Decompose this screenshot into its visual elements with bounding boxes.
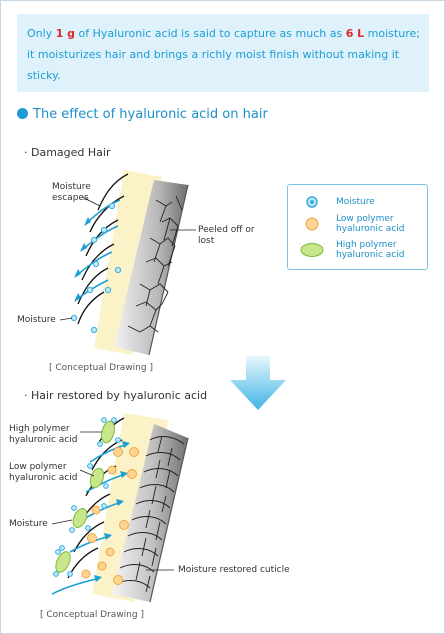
intro-text: of Hyaluronic acid is said to capture as… bbox=[75, 27, 346, 40]
section-heading: The effect of hyaluronic acid on hair bbox=[17, 107, 268, 125]
legend-low-label-2: hyaluronic acid bbox=[336, 224, 405, 234]
label-cuticle-restored: Moisture restored cuticle bbox=[178, 565, 290, 575]
damaged-leader-lines bbox=[59, 196, 196, 321]
label-high-polymer-2: hyaluronic acid bbox=[9, 435, 78, 445]
bullet-dot-icon bbox=[17, 108, 28, 119]
moisture-dot-icon bbox=[306, 196, 318, 208]
label-low-polymer-2: hyaluronic acid bbox=[9, 473, 78, 483]
section-title: The effect of hyaluronic acid on hair bbox=[33, 107, 268, 122]
restored-low-polymer bbox=[81, 447, 139, 585]
label-peeled-off-2: lost bbox=[198, 236, 215, 246]
legend-low-label-1: Low polymer bbox=[336, 214, 394, 224]
intro-box: Only 1 g of Hyaluronic acid is said to c… bbox=[17, 14, 429, 92]
intro-line-1: Only 1 g of Hyaluronic acid is said to c… bbox=[27, 23, 420, 44]
restored-cuticle-edge bbox=[149, 437, 189, 603]
transition-down-arrow-icon bbox=[230, 356, 286, 410]
damaged-arrowheads bbox=[74, 217, 91, 302]
damaged-cuticle-edge bbox=[148, 184, 189, 356]
caption-damaged: [ Conceptual Drawing ] bbox=[49, 363, 153, 373]
legend-box: Moisture Low polymer hyaluronic acid Hig… bbox=[287, 184, 428, 270]
label-peeled-off-1: Peeled off or bbox=[198, 225, 255, 235]
label-moisture-restored: Moisture bbox=[9, 519, 48, 529]
legend-high-label-2: hyaluronic acid bbox=[336, 250, 405, 260]
damaged-cuticle bbox=[114, 180, 188, 355]
high-polymer-icon bbox=[300, 243, 324, 257]
label-moisture-damaged: Moisture bbox=[17, 315, 56, 325]
restored-hair-subtitle: · Hair restored by hyaluronic acid bbox=[24, 389, 208, 402]
intro-highlight-1g: 1 g bbox=[55, 27, 76, 40]
restored-cuticle bbox=[112, 424, 188, 602]
damaged-cracks bbox=[127, 195, 183, 333]
low-polymer-icon bbox=[305, 217, 319, 231]
intro-text: moisture; bbox=[364, 27, 420, 40]
intro-text: Only bbox=[27, 27, 56, 40]
restored-leader-lines bbox=[51, 431, 174, 571]
caption-restored: [ Conceptual Drawing ] bbox=[40, 610, 144, 620]
intro-line-2: it moisturizes hair and brings a richly … bbox=[27, 48, 400, 61]
legend-high-label-1: High polymer bbox=[336, 240, 397, 250]
damaged-cuticle-fibers bbox=[77, 173, 129, 325]
label-moisture-escapes-1: Moisture bbox=[52, 182, 91, 192]
damaged-hair-subtitle: · Damaged Hair bbox=[24, 146, 111, 159]
restored-arrowheads bbox=[94, 441, 130, 582]
intro-highlight-6l: 6 L bbox=[345, 27, 365, 40]
damaged-cortex bbox=[94, 170, 162, 355]
label-high-polymer-1: High polymer bbox=[9, 424, 70, 434]
label-low-polymer-1: Low polymer bbox=[9, 462, 67, 472]
damaged-moisture-dots bbox=[70, 202, 122, 334]
label-moisture-escapes-2: escapes bbox=[52, 193, 89, 203]
restored-moisture-dots bbox=[53, 417, 121, 577]
restored-high-polymer bbox=[55, 420, 115, 573]
intro-line-3: sticky. bbox=[27, 69, 61, 82]
legend-moisture-label: Moisture bbox=[336, 197, 375, 207]
